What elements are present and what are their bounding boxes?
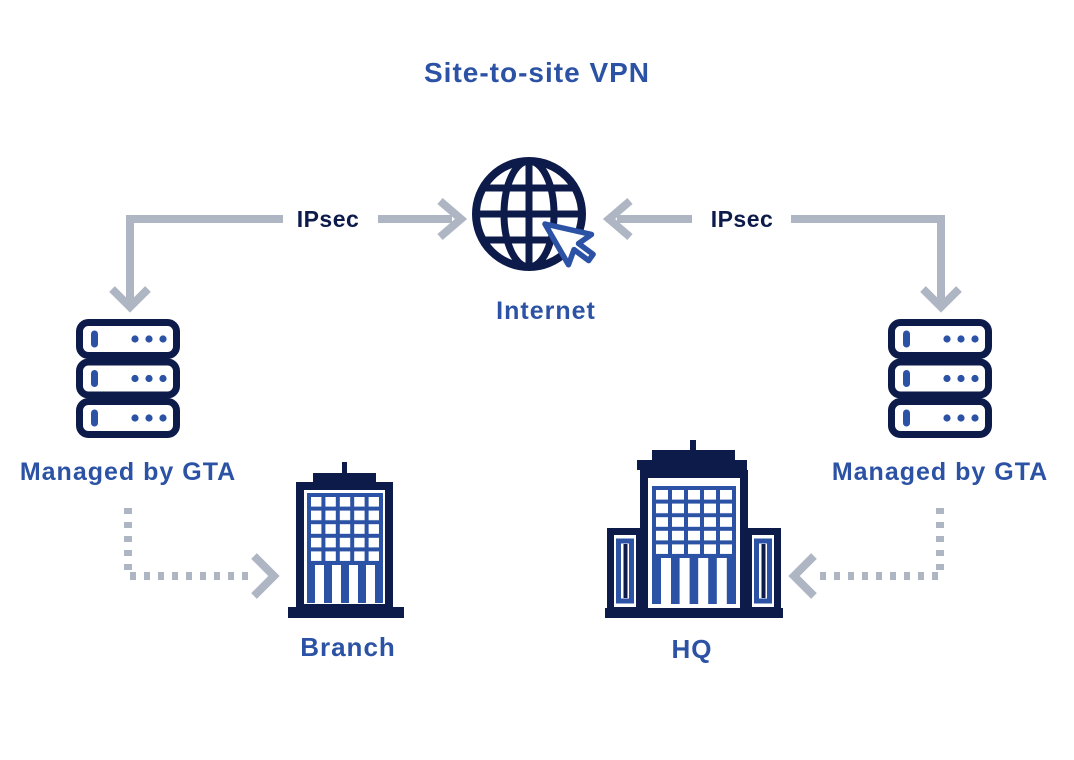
right-elbow-line [791,215,945,303]
ipsec-label-left: IPsec [296,206,360,232]
left-dotted-line [124,508,250,580]
right-left-arrowhead-icon [602,197,633,241]
diagram-title: Site-to-site VPN [423,57,651,88]
left-elbow-line [126,215,283,303]
managed-by-gta-label-left: Managed by GTA [19,458,237,486]
ipsec-label-right: IPsec [710,206,774,232]
dotted-right-arrowhead-icon [251,553,280,599]
hq-label: HQ [671,634,713,664]
server-stack-icon-left [76,319,180,438]
left-right-arrowhead-icon [437,197,468,241]
left-down-arrowhead-icon [109,286,151,313]
server-stack-icon-right [888,319,992,438]
cursor-icon [542,221,596,268]
dotted-left-arrowhead-icon [788,553,817,599]
branch-label: Branch [300,632,396,662]
managed-by-gta-label-right: Managed by GTA [831,458,1049,486]
right-dotted-line [818,508,944,580]
hq-building-icon [605,440,783,618]
office-building-icon [288,462,404,618]
internet-globe-icon [472,157,586,271]
right-down-arrowhead-icon [920,286,962,313]
internet-label: Internet [496,297,596,325]
